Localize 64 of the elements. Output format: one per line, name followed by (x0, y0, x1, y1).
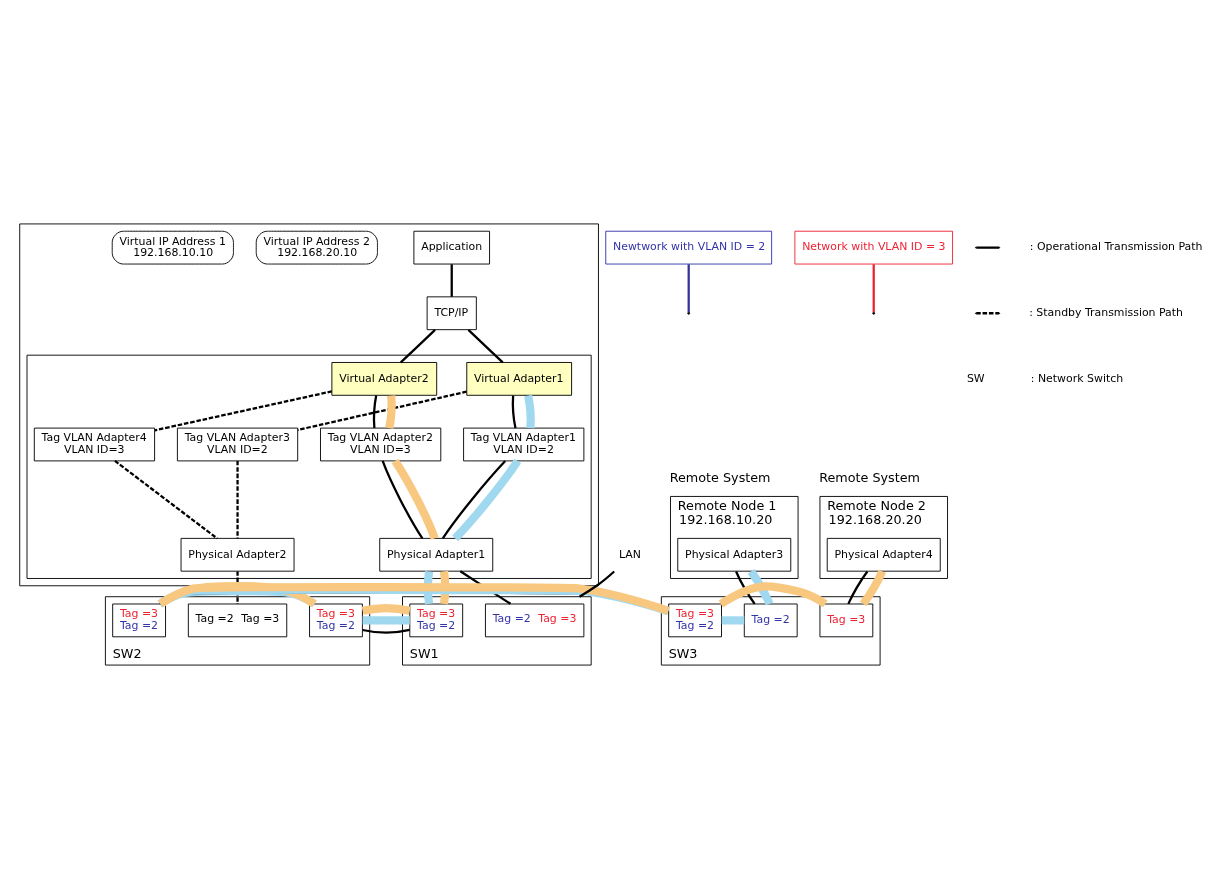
connector (381, 460, 424, 539)
connector (236, 460, 239, 539)
node-box: Tag =3 (819, 603, 874, 638)
legend-label: : Standby Transmission Path (1029, 306, 1184, 320)
connector (385, 395, 396, 429)
connector (362, 616, 410, 625)
cluster (19, 223, 599, 587)
cluster (26, 354, 592, 579)
connector (721, 616, 745, 625)
node-box: Tag =3 Tag =2 (668, 603, 722, 638)
connector (391, 458, 439, 540)
node-box: Tag VLAN Adapter2 VLAN ID=3 (320, 427, 442, 462)
connector (859, 569, 887, 607)
node-label: Remote System (669, 470, 771, 486)
connector (361, 604, 411, 615)
connector (362, 628, 410, 634)
label: SW (966, 371, 985, 385)
connector (154, 390, 333, 432)
node-box: Tag =2 Tag =3 (187, 603, 288, 638)
node-box: Tag =3 Tag =2 (309, 603, 363, 638)
node-box: Newtwork with VLAN ID = 2 (605, 230, 773, 265)
node-box: Physical Adapter1 (379, 537, 494, 572)
node-box: TCP/IP (426, 296, 477, 331)
node-box: Virtual Adapter1 (466, 362, 573, 396)
node-box: Physical Adapter3 (677, 537, 792, 572)
node-box: Tag =2 (743, 603, 798, 638)
connector (372, 395, 378, 429)
node-box: Application (413, 230, 490, 265)
connector (735, 571, 756, 605)
connector (511, 395, 517, 429)
node-label: Remote System (819, 470, 921, 486)
node-box: Virtual Adapter2 (331, 362, 438, 396)
connector (578, 570, 615, 598)
connector (718, 582, 828, 608)
connector (297, 390, 467, 432)
node-box: Tag VLAN Adapter4 VLAN ID=3 (33, 427, 156, 462)
node-box: Tag =3 Tag =2 (409, 603, 464, 638)
connector (847, 570, 869, 605)
connector (450, 264, 453, 297)
connector (423, 570, 434, 605)
label: : Network Switch (1030, 371, 1124, 385)
node-box: Tag VLAN Adapter3 VLAN ID=2 (176, 427, 299, 462)
connector (399, 329, 436, 364)
node-box: Tag VLAN Adapter1 VLAN ID=2 (463, 427, 585, 462)
connector (114, 460, 218, 540)
connector (687, 264, 690, 313)
node-text: LAN (618, 547, 641, 561)
node-box: Physical Adapter4 (826, 537, 941, 572)
node-box: Tag =2 Tag =3 (485, 603, 585, 638)
legend-label: : Operational Transmission Path (1029, 240, 1203, 254)
connector (441, 460, 507, 539)
connector (872, 264, 875, 313)
node-box: Physical Adapter2 (180, 537, 295, 572)
connector (747, 569, 774, 606)
node-box: Tag =3 Tag =2 (112, 603, 166, 638)
connector (452, 458, 522, 542)
node-box: Virtual IP Address 2 192.168.20.10 (255, 230, 378, 265)
node-box: Virtual IP Address 1 192.168.10.10 (111, 230, 234, 265)
connector (236, 571, 239, 604)
connector (158, 581, 317, 608)
connector (524, 394, 535, 429)
node-box: Network with VLAN ID = 3 (794, 230, 953, 265)
connector (439, 570, 450, 605)
connector (467, 329, 504, 364)
